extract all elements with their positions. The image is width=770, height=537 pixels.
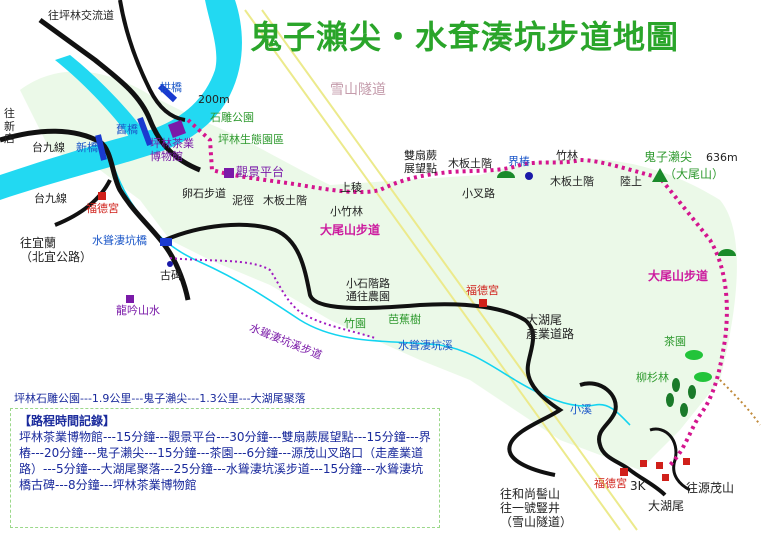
road-lower-loop bbox=[579, 381, 667, 497]
brown-path bbox=[719, 379, 761, 426]
label-sculpture-park: 石雕公園 bbox=[210, 111, 254, 124]
marker-boundary bbox=[525, 172, 533, 180]
map-title: 鬼子瀨尖・水耷湊坑步道地圖 bbox=[250, 18, 680, 56]
label-200m: 200m bbox=[198, 93, 230, 106]
label-dawei-mt: （大尾山） bbox=[664, 167, 725, 181]
house-2 bbox=[656, 462, 663, 469]
label-small-bamboo: 小竹林 bbox=[330, 205, 363, 218]
road-tai9-north bbox=[38, 17, 201, 173]
time-record-body: 坪林茶業博物館---15分鐘---觀景平台---30分鐘---雙扇蕨展望點---… bbox=[19, 430, 431, 492]
label-mud: 泥徑 bbox=[232, 194, 254, 207]
label-bamboo-3: 竹園 bbox=[344, 317, 366, 330]
label-tai9-b: 台九線 bbox=[34, 192, 67, 205]
label-fern-deck: 雙扇蕨 展望點 bbox=[404, 149, 437, 175]
label-dahuwei-road: 大湖尾 產業道路 bbox=[526, 313, 575, 341]
label-cedar: 柳杉林 bbox=[636, 371, 669, 384]
label-wood-steps-1: 木板土階 bbox=[263, 194, 307, 207]
label-height: 636m bbox=[706, 151, 738, 164]
bridge-old bbox=[137, 116, 153, 147]
label-old-bridge: 舊橋 bbox=[116, 123, 138, 136]
label-to-pinglin: 往坪林交流道 bbox=[48, 9, 114, 22]
label-to-yuanmao: 往源茂山 bbox=[686, 481, 735, 495]
summit-marker bbox=[652, 168, 668, 182]
house-1 bbox=[640, 460, 647, 467]
tea-garden-marker-2 bbox=[694, 372, 712, 382]
label-stone-road: 小石階路 通往農園 bbox=[346, 277, 390, 303]
label-to-xindian: 往 新 店 bbox=[4, 107, 15, 146]
label-gubei: 古碑 bbox=[160, 269, 182, 282]
label-guizi: 鬼子瀨尖 bbox=[644, 150, 693, 164]
label-snow-tunnel: 雪山隧道 bbox=[330, 82, 386, 98]
viewing-platform-building bbox=[224, 168, 234, 178]
longyin-building bbox=[126, 295, 134, 303]
creek-trail-line bbox=[169, 257, 376, 339]
shrine-1 bbox=[98, 192, 106, 200]
house-3 bbox=[662, 474, 669, 481]
label-fude-1: 福德宮 bbox=[86, 202, 119, 215]
shrine-3 bbox=[620, 468, 628, 476]
label-shangleng: 上稜 bbox=[340, 181, 362, 194]
road-yilan bbox=[54, 179, 112, 227]
label-shuiden-bridge: 水聳淒坑橋 bbox=[92, 234, 147, 247]
label-small-creek: 小溪 bbox=[570, 403, 592, 416]
cedar-trees bbox=[666, 378, 696, 417]
label-viewing-platform: 觀景平台 bbox=[236, 165, 285, 179]
bridge-gongqiao bbox=[157, 83, 178, 103]
distance-summary: 坪林石雕公園---1.9公里---鬼子瀨尖---1.3公里---大湖尾聚落 bbox=[14, 392, 306, 405]
label-xiaocha: 小叉路 bbox=[462, 187, 495, 200]
house-4 bbox=[683, 458, 690, 465]
label-eco-park: 坪林生態園區 bbox=[218, 133, 284, 146]
label-longyin: 龍吟山水 bbox=[116, 304, 160, 317]
tunnel-line-b bbox=[261, 9, 638, 531]
label-dahuwei: 大湖尾 bbox=[648, 499, 685, 513]
label-3k: 3K bbox=[630, 479, 646, 493]
label-boundary: 界樁 bbox=[508, 155, 530, 168]
label-new-bridge: 新橋 bbox=[76, 141, 98, 154]
time-record-heading: 【路程時間記錄】 bbox=[19, 414, 116, 428]
label-banana: 芭蕉樹 bbox=[388, 313, 421, 326]
road-tai9-west bbox=[0, 128, 191, 301]
label-wood-steps-2: 木板土階 bbox=[448, 157, 492, 170]
label-fude-3: 福德宮 bbox=[594, 477, 627, 490]
label-dawei-trail-2: 大尾山步道 bbox=[648, 269, 709, 283]
label-tea-garden: 茶園 bbox=[664, 335, 686, 348]
main-river bbox=[0, 0, 242, 200]
road-dahuwei bbox=[164, 222, 564, 477]
tea-garden-marker bbox=[685, 350, 703, 360]
road-to-yuanmao bbox=[649, 427, 691, 492]
label-tai9-a: 台九線 bbox=[32, 141, 65, 154]
tea-museum-building bbox=[168, 120, 186, 138]
label-fude-2: 福德宮 bbox=[466, 284, 499, 297]
marker-fern bbox=[497, 171, 515, 178]
label-gongqiao: 拱橋 bbox=[160, 81, 182, 94]
river-branch bbox=[55, 55, 145, 138]
label-wood-steps-3: 木板土階 bbox=[550, 175, 594, 188]
tunnel-line-a bbox=[244, 9, 621, 531]
bridge-new bbox=[95, 134, 107, 161]
label-creek: 水聳淒坑溪 bbox=[398, 339, 453, 352]
label-lushang: 陸上 bbox=[620, 175, 642, 188]
label-tea-museum: 坪林茶業 博物館 bbox=[150, 137, 194, 163]
label-to-yilan: 往宜蘭 （北宜公路） bbox=[20, 236, 93, 264]
time-record-box: 【路程時間記錄】 坪林茶業博物館---15分鐘---觀景平台---30分鐘---… bbox=[10, 408, 440, 528]
label-dawei-trail-1: 大尾山步道 bbox=[320, 223, 381, 237]
marker-gubei bbox=[167, 261, 173, 267]
marker-east1 bbox=[718, 249, 736, 256]
road-northwest bbox=[118, 0, 186, 122]
label-egg-stone: 卵石步道 bbox=[182, 187, 226, 200]
label-to-monk: 往和尚髻山 往一號豎井 （雪山隧道） bbox=[500, 487, 573, 529]
shrine-2 bbox=[479, 299, 487, 307]
label-bamboo-2: 竹林 bbox=[556, 149, 578, 162]
